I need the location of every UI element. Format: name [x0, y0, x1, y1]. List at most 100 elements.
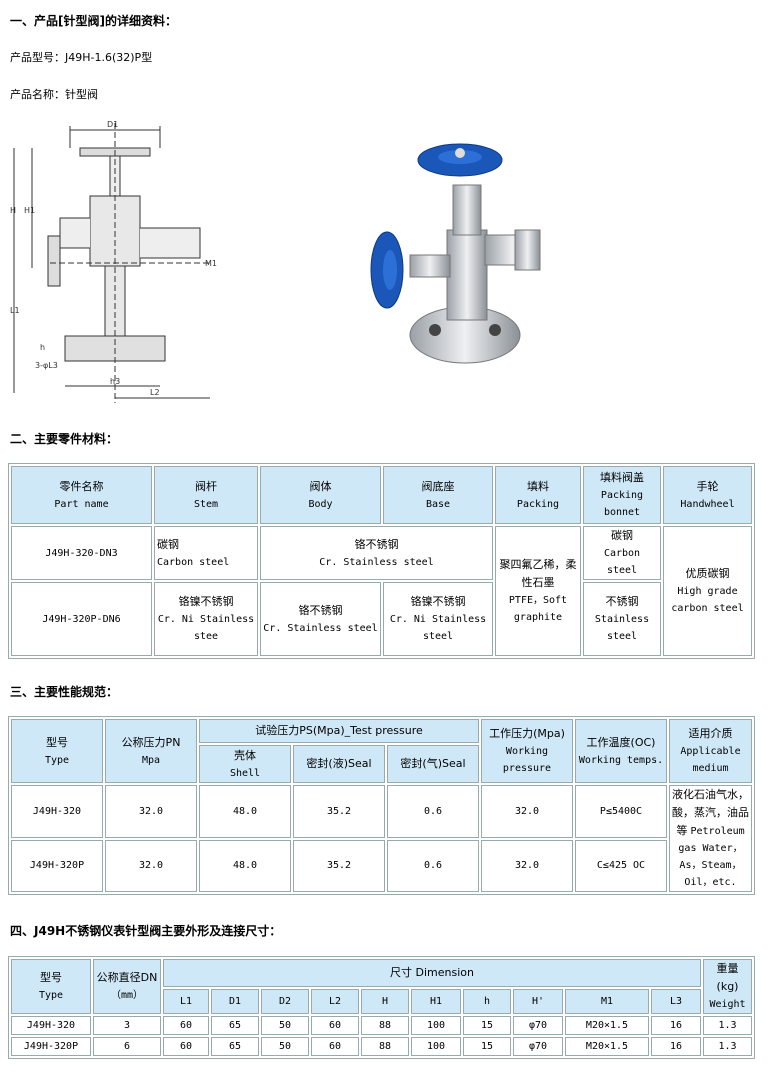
working-pressure-cell: 32.0	[481, 839, 573, 892]
medium-cell: 液化石油气水，酸，蒸汽，油品等 Petroleum gas Water，As，S…	[669, 785, 752, 892]
part-name-cell: J49H-320P-DN6	[11, 582, 152, 656]
seal-gas-cell: 0.6	[387, 839, 479, 892]
dimension-cell: 60	[163, 1037, 209, 1056]
header-col-hx: H'	[513, 988, 563, 1014]
section2-title: 二、主要零件材料：	[10, 432, 119, 446]
dimension-cell: 60	[311, 1037, 359, 1056]
type-cell: J49H-320	[11, 785, 103, 838]
section1-title: 一、产品[针型阀]的详细资料：	[10, 14, 177, 28]
shell-cell: 48.0	[199, 785, 291, 838]
dimension-cell: 60	[163, 1016, 209, 1035]
label-d3: h3	[110, 377, 120, 386]
label-h: H	[10, 206, 16, 215]
model-line: 产品型号：J49H-1.6(32)P型	[10, 51, 153, 64]
dimension-cell: M20×1.5	[565, 1016, 649, 1035]
name-line: 产品名称：针型阀	[10, 88, 98, 101]
header-col-d1: D1	[211, 988, 259, 1014]
label-l2: L2	[150, 388, 160, 397]
header-col-l2: L2	[311, 988, 359, 1014]
dimension-cell: φ70	[513, 1016, 563, 1035]
header-col-h: H	[361, 988, 409, 1014]
header-seal-liquid: 密封(液)Seal	[293, 745, 385, 783]
working-temp-cell: C≤425 OC	[575, 839, 667, 892]
dimension-cell: φ70	[513, 1037, 563, 1056]
seal-gas-cell: 0.6	[387, 785, 479, 838]
valve-technical-drawing: D1 H H1 L1 L2 3-φL3 h3 M1 h	[10, 120, 217, 403]
dimension-cell: M20×1.5	[565, 1037, 649, 1056]
dimension-cell: 65	[211, 1037, 259, 1056]
header-dimension: 尺寸 Dimension	[163, 959, 701, 987]
dimension-cell: 60	[311, 1016, 359, 1035]
dimension-cell: 65	[211, 1016, 259, 1035]
header-col-l1: L1	[163, 988, 209, 1014]
dimension-cell: 16	[651, 1016, 701, 1035]
label-l1: L1	[10, 306, 20, 315]
dn-cell: 6	[93, 1037, 161, 1056]
header-seal-gas: 密封(气)Seal	[387, 745, 479, 783]
section4-title: 四、J49H不锈钢仪表针型阀主要外形及连接尺寸：	[10, 924, 282, 938]
pn-cell: 32.0	[105, 839, 197, 892]
dn-cell: 3	[93, 1016, 161, 1035]
header-col-m1: M1	[565, 988, 649, 1014]
type-cell: J49H-320	[11, 1016, 91, 1035]
header-weight: 重量(kg)Weight	[703, 959, 752, 1014]
working-pressure-cell: 32.0	[481, 785, 573, 838]
header-col-l3: L3	[651, 988, 701, 1014]
pn-cell: 32.0	[105, 785, 197, 838]
header-test-pressure: 试验压力PS(Mpa)_Test pressure	[199, 719, 479, 743]
header-col-h: h	[463, 988, 511, 1014]
type-cell: J49H-320P	[11, 1037, 91, 1056]
dimension-cell: 100	[411, 1016, 461, 1035]
dimension-cell: 50	[261, 1037, 309, 1056]
label-h-small: h	[40, 343, 45, 352]
header-working-temp: 工作温度(OC)Working temps.	[575, 719, 667, 783]
header-working-pressure: 工作压力(Mpa)Working pressure	[481, 719, 573, 783]
label-d1: D1	[107, 120, 118, 129]
dimension-cell: 88	[361, 1037, 409, 1056]
part-name-cell: J49H-320-DN3	[11, 526, 152, 580]
label-l3: 3-φL3	[35, 361, 58, 370]
header-col-d2: D2	[261, 988, 309, 1014]
valve-product-photo	[370, 143, 541, 364]
dimension-cell: 16	[651, 1037, 701, 1056]
label-m1: M1	[205, 259, 217, 268]
weight-cell: 1.3	[703, 1016, 752, 1035]
dimension-cell: 88	[361, 1016, 409, 1035]
dimension-cell: 15	[463, 1037, 511, 1056]
dimension-cell: 15	[463, 1016, 511, 1035]
working-temp-cell: P≤5400C	[575, 785, 667, 838]
section3-title: 三、主要性能规范：	[10, 685, 119, 699]
seal-liquid-cell: 35.2	[293, 839, 385, 892]
shell-cell: 48.0	[199, 839, 291, 892]
label-h1: H1	[24, 206, 35, 215]
type-cell: J49H-320P	[11, 839, 103, 892]
header-dn: 公称直径DN（mm）	[93, 959, 161, 1014]
dimension-cell: 100	[411, 1037, 461, 1056]
header-col-h1: H1	[411, 988, 461, 1014]
weight-cell: 1.3	[703, 1037, 752, 1056]
seal-liquid-cell: 35.2	[293, 785, 385, 838]
dimension-cell: 50	[261, 1016, 309, 1035]
